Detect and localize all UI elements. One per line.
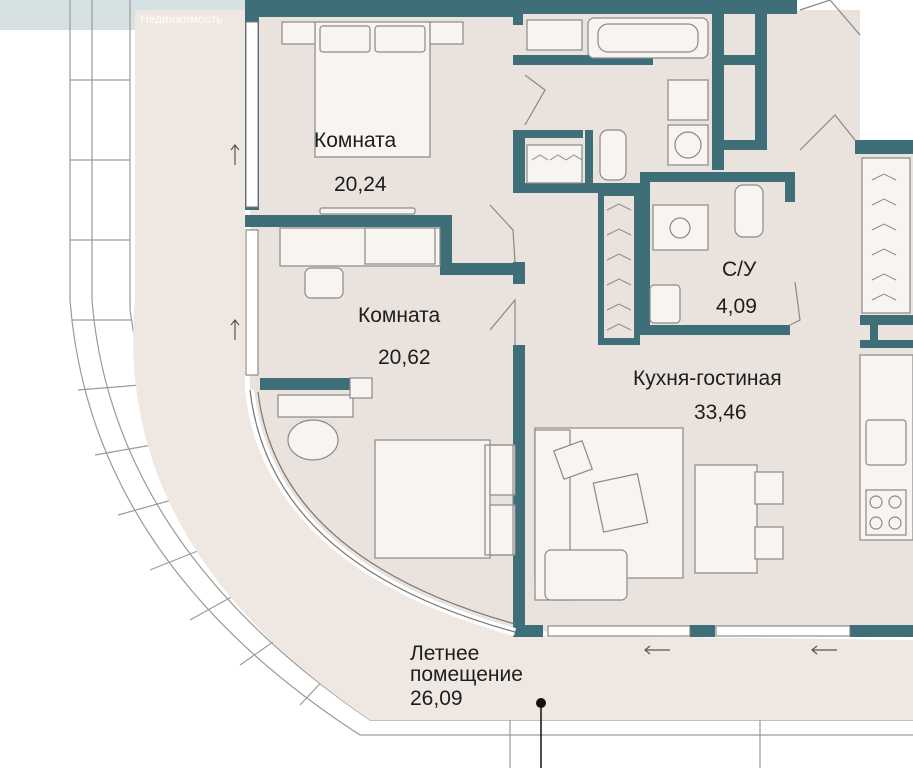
room2-area: 20,62	[378, 346, 431, 369]
terrace-floor	[133, 10, 913, 720]
furniture	[277, 17, 913, 601]
window-arrows	[230, 144, 837, 655]
hanger-icons	[531, 154, 897, 331]
summer-room-name-line2: помещение	[410, 663, 523, 686]
walls	[245, 0, 913, 637]
summer-room-area: 26,09	[410, 687, 463, 710]
curved-glazing-line	[249, 389, 516, 633]
wardrobe-small	[526, 144, 583, 184]
room1-name: Комната	[314, 129, 397, 152]
bed-room2	[374, 439, 491, 559]
sink-bath2	[649, 284, 681, 324]
bathroom-area: 4,09	[716, 295, 757, 318]
kitchen-living-name: Кухня-гостиная	[633, 367, 782, 390]
door-swings	[489, 0, 861, 345]
terrace-marker	[536, 698, 546, 768]
wardrobe-hall	[526, 19, 583, 51]
desk-room2b	[277, 394, 354, 418]
room1-area: 20,24	[334, 173, 387, 196]
windows	[245, 21, 851, 637]
wardrobe-right	[861, 157, 911, 314]
summer-room-name-line1: Летнее	[410, 642, 480, 665]
sink-bath1	[667, 79, 709, 121]
dining-table	[694, 464, 758, 574]
room2-name: Комната	[358, 304, 441, 327]
kitchen-living-area: 33,46	[694, 401, 747, 424]
bathroom-name: С/У	[722, 258, 757, 281]
toilet-bath2	[734, 184, 764, 238]
watermark: Недвижимость	[140, 12, 223, 26]
curved-glazing-line-inner	[257, 391, 516, 625]
toilet-bath1	[599, 129, 627, 181]
